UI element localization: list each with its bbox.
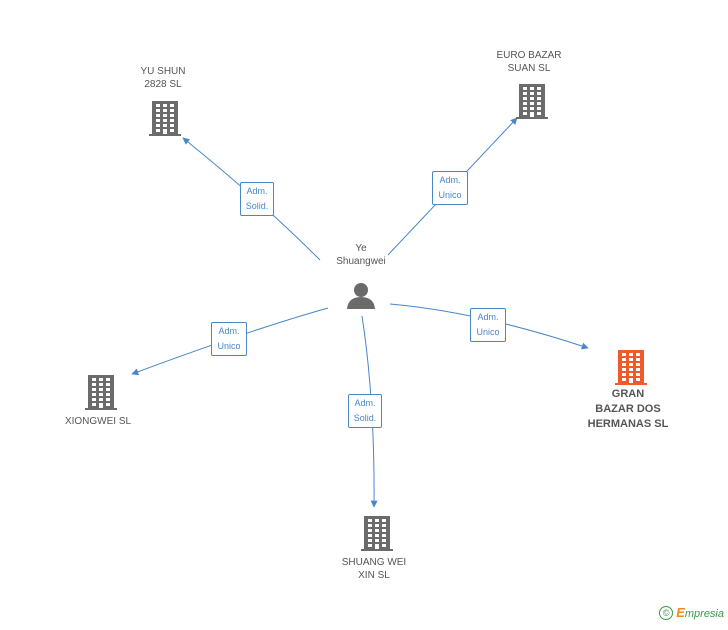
company-label-yu-shun: YU SHUN 2828 SL <box>140 66 186 90</box>
person-icon[interactable] <box>347 283 375 309</box>
building-icon[interactable] <box>149 101 181 136</box>
company-label-shuang-wei: SHUANG WEI XIN SL <box>341 557 407 581</box>
edge-label-shuang-wei: Adm. Solid. <box>347 394 383 428</box>
building-icon[interactable] <box>615 350 647 385</box>
person-label: Ye Shuangwei <box>336 243 386 267</box>
company-label-gran-bazar: GRAN BAZAR DOS HERMANAS SL <box>587 387 669 430</box>
edge-label-yu-shun: Adm. Solid. <box>239 182 275 216</box>
brand-logo[interactable]: Empresia <box>676 605 724 620</box>
company-label-euro-bazar: EURO BAZAR SUAN SL <box>496 50 562 74</box>
building-icon[interactable] <box>361 516 393 551</box>
building-icon[interactable] <box>516 84 548 119</box>
building-icon[interactable] <box>85 375 117 410</box>
edge-label-gran-bazar: Adm. Unico <box>470 308 506 342</box>
edge-label-euro-bazar: Adm. Unico <box>432 171 468 205</box>
footer-credit: © Empresia <box>659 605 724 620</box>
copyright-icon: © <box>659 605 674 620</box>
edge-label-xiongwei: Adm. Unico <box>211 322 247 356</box>
company-label-xiongwei: XIONGWEI SL <box>64 415 132 427</box>
